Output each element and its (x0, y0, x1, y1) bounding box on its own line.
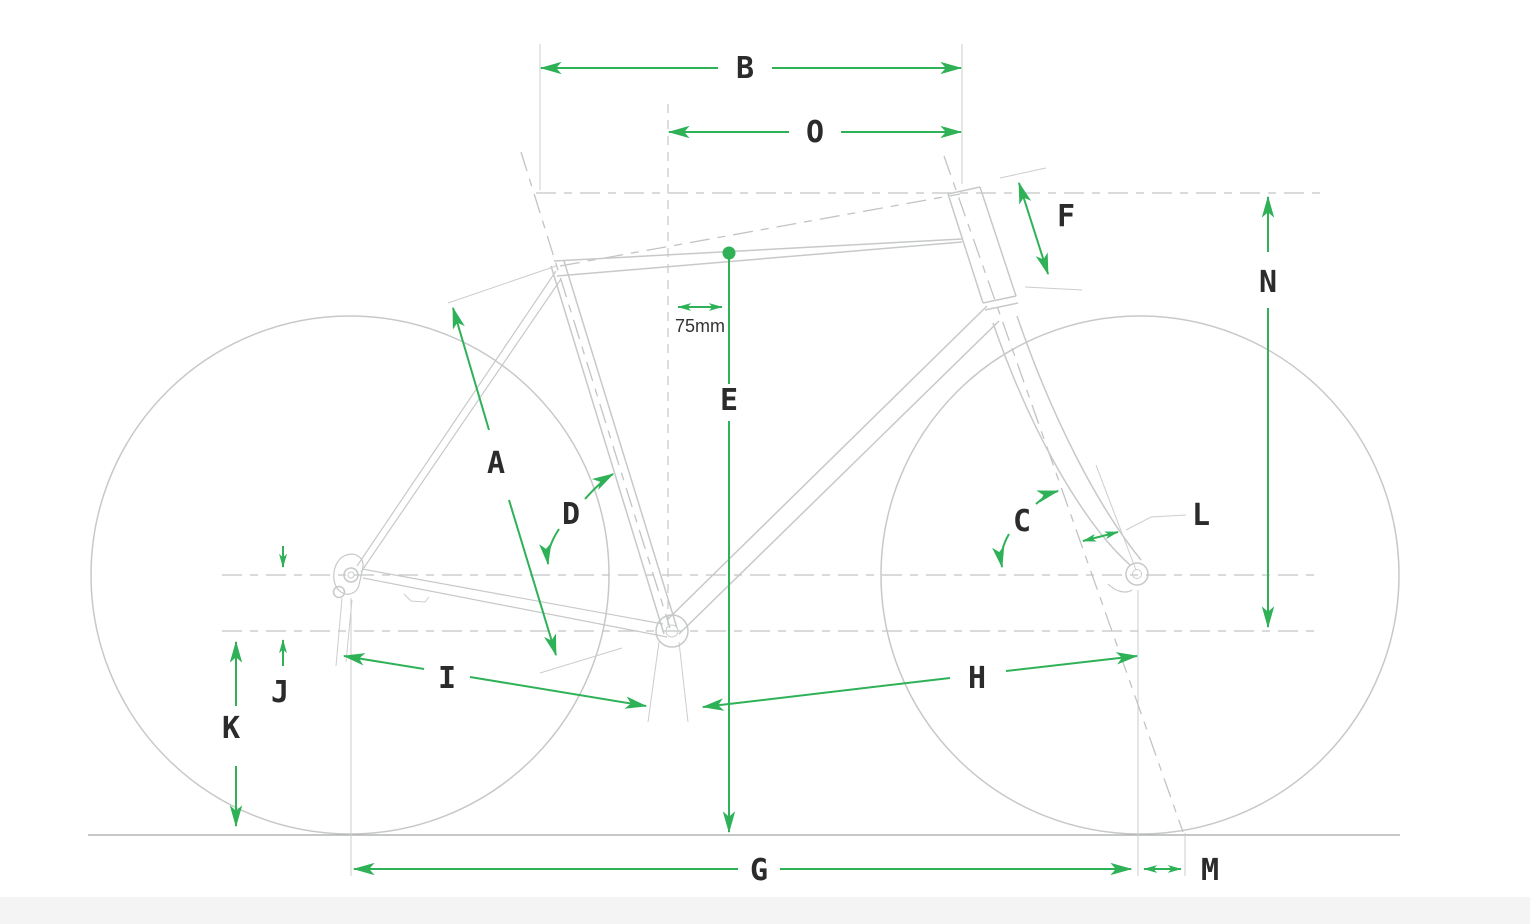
steering-axis-line (943, 155, 1184, 833)
front-hub-inner (1132, 569, 1142, 579)
dim-label-F: F (1057, 199, 1075, 234)
dim-label-K: K (222, 711, 240, 746)
bb-chainstay-extension-tick (647, 641, 660, 723)
dim-label-G: G (750, 853, 768, 888)
bb-frontcenter-extension-tick (678, 641, 689, 723)
dim-label-O: O (806, 115, 824, 150)
bb-offset-label: 75mm (675, 316, 725, 336)
dimension-J: J (271, 546, 289, 710)
head-tube-top-extension-tick (999, 167, 1047, 179)
dim-label-E: E (720, 383, 738, 418)
dimension-D: D (539, 473, 615, 566)
dimension-75mm: 75mm (675, 303, 725, 336)
dim-label-A: A (487, 446, 505, 481)
front-hub-outer (1125, 562, 1149, 586)
fork (992, 315, 1142, 593)
dimension-A: A (452, 306, 557, 657)
bottom-bracket-spindle (665, 624, 679, 638)
dim-label-I: I (438, 661, 456, 696)
dimension-F: F (1018, 181, 1075, 276)
dim-label-N: N (1259, 265, 1277, 300)
dimension-H: H (701, 652, 1139, 711)
bike-drawing (88, 44, 1400, 876)
fork-offset-leader-line (1125, 514, 1187, 531)
dim-label-H: H (968, 661, 986, 696)
dimension-N: N (1259, 195, 1277, 629)
rear-axle-extension-tick-1 (335, 597, 343, 667)
dim-label-B: B (736, 51, 754, 86)
dimension-E: E (720, 246, 738, 834)
dim-label-C: C (1013, 504, 1031, 539)
dim-label-J: J (271, 675, 289, 710)
dimension-C: C (992, 490, 1060, 569)
chainstay-detail (403, 593, 430, 603)
dimension-B: B (539, 51, 963, 86)
dim-label-L: L (1192, 498, 1210, 533)
seat-tube-top-extension-tick (447, 265, 557, 304)
effective-top-tube-line (559, 193, 961, 267)
rear-dropout (332, 553, 364, 599)
seat-tube-axis-line (520, 151, 671, 629)
seat-tube-bottom-extension-tick (539, 647, 623, 674)
dimension-M: M (1143, 853, 1219, 888)
dimension-L: L (1082, 498, 1210, 542)
dimension-K: K (222, 640, 243, 828)
dimension-O: O (667, 115, 963, 150)
bottom-bracket-shell (655, 614, 689, 648)
head-tube-bottom-extension-tick (1024, 286, 1083, 291)
frame-tubes (356, 186, 1019, 638)
fork-offset-reference-line (1095, 464, 1137, 571)
dim-label-M: M (1201, 853, 1219, 888)
dim-label-D: D (562, 497, 580, 532)
dimension-I: I (342, 653, 648, 709)
dimension-G: G (352, 853, 1133, 888)
front-wheel-circle (880, 315, 1400, 835)
rear-axle-extension-tick-2 (345, 599, 353, 663)
footer-band (0, 897, 1530, 924)
